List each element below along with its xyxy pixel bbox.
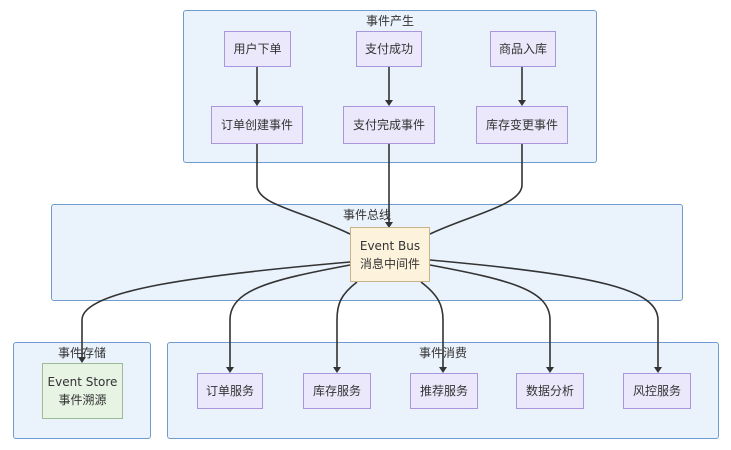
node-order-created-event[interactable]: 订单创建事件 bbox=[211, 106, 303, 144]
node-goods-inbound[interactable]: 商品入库 bbox=[490, 31, 556, 67]
node-event-bus-title: Event Bus bbox=[359, 238, 421, 253]
node-event-store-title: Event Store bbox=[47, 375, 118, 389]
node-stock-changed-event-label: 库存变更事件 bbox=[485, 118, 558, 132]
node-goods-inbound-label: 商品入库 bbox=[498, 42, 547, 56]
node-stock-changed-event[interactable]: 库存变更事件 bbox=[476, 106, 568, 144]
node-user-order[interactable]: 用户下单 bbox=[224, 31, 291, 67]
node-inventory-service-label: 库存服务 bbox=[312, 384, 361, 398]
node-data-analysis[interactable]: 数据分析 bbox=[516, 373, 584, 409]
node-pay-completed-event-label: 支付完成事件 bbox=[352, 118, 425, 132]
node-pay-success-label: 支付成功 bbox=[364, 42, 413, 56]
node-event-bus-subtitle: 消息中间件 bbox=[359, 256, 420, 271]
cluster-title-event-production: 事件产生 bbox=[365, 14, 414, 28]
node-event-store-subtitle: 事件溯源 bbox=[58, 393, 107, 407]
node-data-analysis-label: 数据分析 bbox=[525, 384, 574, 398]
cluster-title-event-bus: 事件总线 bbox=[342, 208, 391, 222]
node-order-created-event-label: 订单创建事件 bbox=[220, 118, 293, 132]
node-inventory-service[interactable]: 库存服务 bbox=[303, 373, 371, 409]
cluster-title-event-consumption: 事件消费 bbox=[418, 346, 467, 360]
cluster-title-event-storage: 事件存储 bbox=[57, 346, 106, 360]
node-recommend-service[interactable]: 推荐服务 bbox=[410, 373, 478, 409]
node-risk-control-label: 风控服务 bbox=[632, 384, 681, 398]
node-user-order-label: 用户下单 bbox=[233, 42, 282, 56]
node-order-service[interactable]: 订单服务 bbox=[197, 373, 263, 409]
node-pay-completed-event[interactable]: 支付完成事件 bbox=[343, 106, 435, 144]
node-event-bus[interactable]: Event Bus 消息中间件 bbox=[350, 227, 430, 282]
node-pay-success[interactable]: 支付成功 bbox=[356, 31, 422, 67]
node-event-store[interactable]: Event Store 事件溯源 bbox=[42, 363, 123, 419]
node-order-service-label: 订单服务 bbox=[205, 384, 254, 398]
node-risk-control[interactable]: 风控服务 bbox=[623, 373, 691, 409]
node-recommend-service-label: 推荐服务 bbox=[419, 384, 468, 398]
